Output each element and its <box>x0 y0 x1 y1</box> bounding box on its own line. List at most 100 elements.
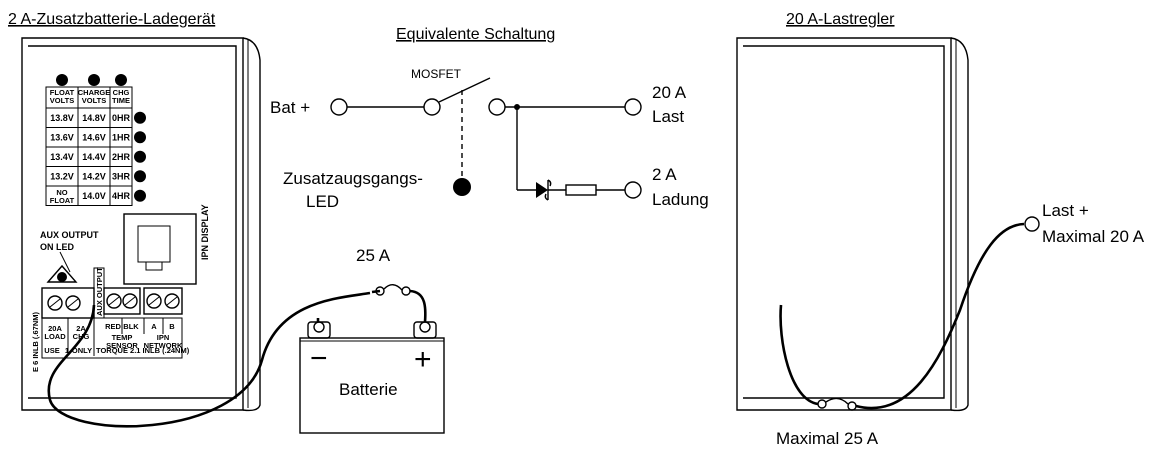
load-terminal <box>624 98 642 116</box>
load-max-label: Maximal 20 A <box>1042 227 1145 246</box>
mosfet-label: MOSFET <box>411 67 462 81</box>
table-cell-charge: 14.8V <box>82 113 106 123</box>
ipn-label: IPN <box>157 333 170 342</box>
battery-plus-post <box>413 321 437 339</box>
battery-body <box>299 337 445 434</box>
device-side <box>242 37 261 412</box>
use-label: USE <box>44 346 59 355</box>
table-cell-float: 13.6V <box>50 132 74 142</box>
equivalent-circuit: Bat + MOSFET Zusatzaugsgangs- LED 20 A L… <box>270 67 709 211</box>
temp-label: TEMP <box>112 333 133 342</box>
ipn-jack <box>137 225 171 271</box>
load-regulator-device: FLOATVOLTSCHARGEVOLTSCHGTIME13.8V14.8V0H… <box>736 37 969 412</box>
table-cell-time: 4HR <box>112 191 131 201</box>
torque-label: TORQUE 2.1 INLB (.24NM) <box>96 346 190 355</box>
mosfet-switch-arm <box>438 77 491 103</box>
time-indicator <box>134 170 146 183</box>
fuse-max-end-left <box>817 399 827 409</box>
table-cell-float: 13.2V <box>50 171 74 181</box>
table-cell-time: 3HR <box>112 171 131 181</box>
battery-plus-sign: + <box>414 343 432 376</box>
header-indicator <box>88 74 100 86</box>
terminal-blk-label: BLK <box>123 322 139 331</box>
header-indicator <box>56 74 68 86</box>
screw-slot <box>108 296 120 306</box>
fuse-max-label: Maximal 25 A <box>776 429 879 448</box>
aux-led-label-1: Zusatzaugsgangs- <box>283 169 423 188</box>
aux-led-pointer <box>59 251 71 273</box>
screw-slot <box>67 298 79 308</box>
table-cell-float: NO <box>56 188 67 197</box>
terminal-screw <box>146 293 162 309</box>
time-indicator <box>134 150 146 163</box>
table-cell-time: 0HR <box>112 113 131 123</box>
screw-slot <box>124 296 136 306</box>
load-20a-label: 20 A <box>652 83 687 102</box>
terminal-screw <box>122 293 138 309</box>
terminal-screw <box>65 295 81 311</box>
battery: − + Batterie <box>299 321 445 434</box>
panel-header-0: VOLTS <box>50 96 74 105</box>
bat-plus-label: Bat + <box>270 98 310 117</box>
load-plus-label: Last + <box>1042 201 1089 220</box>
device-face <box>743 45 945 399</box>
ipn-terminal-block <box>143 287 183 315</box>
screw-slot <box>49 298 61 308</box>
time-indicator <box>134 111 146 124</box>
aux-led <box>57 272 67 282</box>
fuse-25a-body <box>383 284 403 291</box>
fuse-max-body <box>825 397 849 405</box>
panel-header-0: FLOAT <box>50 88 75 97</box>
screw-slot <box>166 296 178 306</box>
terminal-red-label: RED <box>105 322 121 331</box>
aux-on-led-label: ON LED <box>40 242 75 252</box>
temp-terminal-block <box>103 287 141 315</box>
battery-label: Batterie <box>339 380 398 399</box>
table-cell-float: 13.8V <box>50 113 74 123</box>
panel-header-1: VOLTS <box>82 96 106 105</box>
battery-minus-sign: − <box>310 342 328 375</box>
aux-output-label: AUX OUTPUT <box>40 230 99 240</box>
only-label: ONLY <box>72 346 92 355</box>
negative-wire <box>47 291 371 428</box>
bat-plus-terminal <box>330 98 348 116</box>
chg-terminal-label: CHG <box>73 332 90 341</box>
charge-terminal <box>624 181 642 199</box>
device-face <box>28 45 237 399</box>
load-wire-left <box>779 304 819 406</box>
battery-plus-bolt <box>419 321 431 333</box>
load-terminal-block <box>41 287 95 319</box>
time-indicator <box>134 131 146 144</box>
use-number-label: 1 <box>65 346 69 355</box>
aux-led-label-2: LED <box>306 192 339 211</box>
table-cell-float: 13.4V <box>50 152 74 162</box>
table-cell-charge: 14.6V <box>82 132 106 142</box>
time-indicator <box>134 189 146 202</box>
charger-title: 2 A-Zusatzbatterie-Ladegerät <box>8 11 216 28</box>
terminal-label-strip <box>41 317 183 359</box>
charge-2a-label: 2 A <box>652 165 677 184</box>
table-cell-time: 1HR <box>112 132 131 142</box>
battery-minus-bolt <box>313 321 325 333</box>
equivalent-circuit-title: Equivalente Schaltung <box>396 26 555 43</box>
output-terminal <box>488 98 506 116</box>
terminal-screw <box>106 293 122 309</box>
terminal-screw <box>47 295 63 311</box>
right-wiring: Last + Maximal 20 A Maximal 25 A <box>776 201 1145 448</box>
charge-ladung-label: Ladung <box>652 190 709 209</box>
mosfet-terminal <box>423 98 441 116</box>
load-wire-right <box>855 222 1025 410</box>
device-side <box>950 37 969 412</box>
network-label: NETWORK <box>144 341 183 350</box>
positive-wire <box>409 289 427 323</box>
fuse-25a-label: 25 A <box>356 246 391 265</box>
device-housing <box>736 37 952 411</box>
side-torque-label: E 6 INLB (.67NM) <box>31 311 40 372</box>
fuse-symbol <box>565 184 597 196</box>
terminal-a-label: A <box>151 322 157 331</box>
panel-header-1: CHARGE <box>78 88 111 97</box>
chg-2a-terminal-label: 2A <box>76 324 86 333</box>
